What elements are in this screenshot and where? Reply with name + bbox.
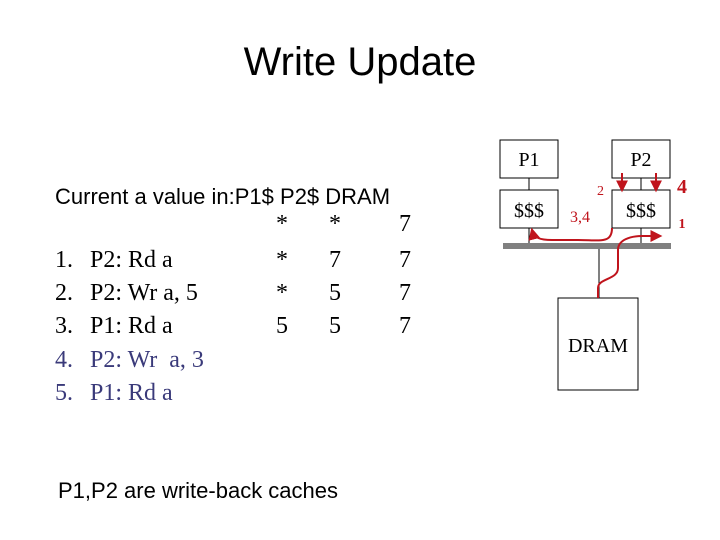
table-header: Current a value in:P1$ P2$ DRAM: [55, 184, 391, 209]
arrow-dram-to-p2-cache: [597, 230, 663, 298]
step-operation: P2: Rd a: [90, 247, 173, 273]
annotation-3-4: 3,4: [570, 209, 590, 226]
step-p1-value: 5: [276, 313, 288, 339]
step-p2-value: 7: [329, 247, 341, 273]
p1-label: P1: [518, 149, 539, 171]
initial-p1-value: *: [276, 211, 288, 237]
step-operation: P2: Wr a, 3: [90, 347, 204, 373]
step-row-1: 1. P2: Rd a * 7 7: [55, 247, 435, 279]
slide-title: Write Update: [243, 40, 477, 84]
p2-label: P2: [630, 149, 651, 171]
step-dram-value: 7: [399, 313, 411, 339]
dram-label: DRAM: [568, 335, 628, 357]
step-row-4: 4. P2: Wr a, 3: [55, 347, 435, 379]
annotation-2: 2: [597, 184, 604, 199]
arrow-update-to-p1-cache: [528, 227, 613, 242]
step-number: 2.: [55, 280, 73, 306]
step-row-2: 2. P2: Wr a, 5 * 5 7: [55, 280, 435, 312]
annotation-1: 1: [679, 217, 686, 232]
p1-cache-label: $$$: [514, 200, 544, 222]
step-operation: P1: Rd a: [90, 313, 173, 339]
step-p2-value: 5: [329, 280, 341, 306]
step-operation: P2: Wr a, 5: [90, 280, 198, 306]
step-number: 4.: [55, 347, 73, 373]
initial-p2-value: *: [329, 211, 341, 237]
shared-bus: [503, 243, 671, 249]
step-dram-value: 7: [399, 280, 411, 306]
step-p1-value: *: [276, 280, 288, 306]
annotation-4: 4: [677, 176, 687, 198]
initial-row: * * 7: [55, 211, 435, 243]
step-p2-value: 5: [329, 313, 341, 339]
step-number: 3.: [55, 313, 73, 339]
p2-cache-label: $$$: [626, 200, 656, 222]
footer-note: P1,P2 are write-back caches: [58, 478, 339, 503]
step-operation: P1: Rd a: [90, 380, 173, 406]
step-number: 5.: [55, 380, 73, 406]
step-dram-value: 7: [399, 247, 411, 273]
step-p1-value: *: [276, 247, 288, 273]
step-number: 1.: [55, 247, 73, 273]
step-row-3: 3. P1: Rd a 5 5 7: [55, 313, 435, 345]
step-row-5: 5. P1: Rd a: [55, 380, 435, 412]
initial-dram-value: 7: [399, 211, 411, 237]
